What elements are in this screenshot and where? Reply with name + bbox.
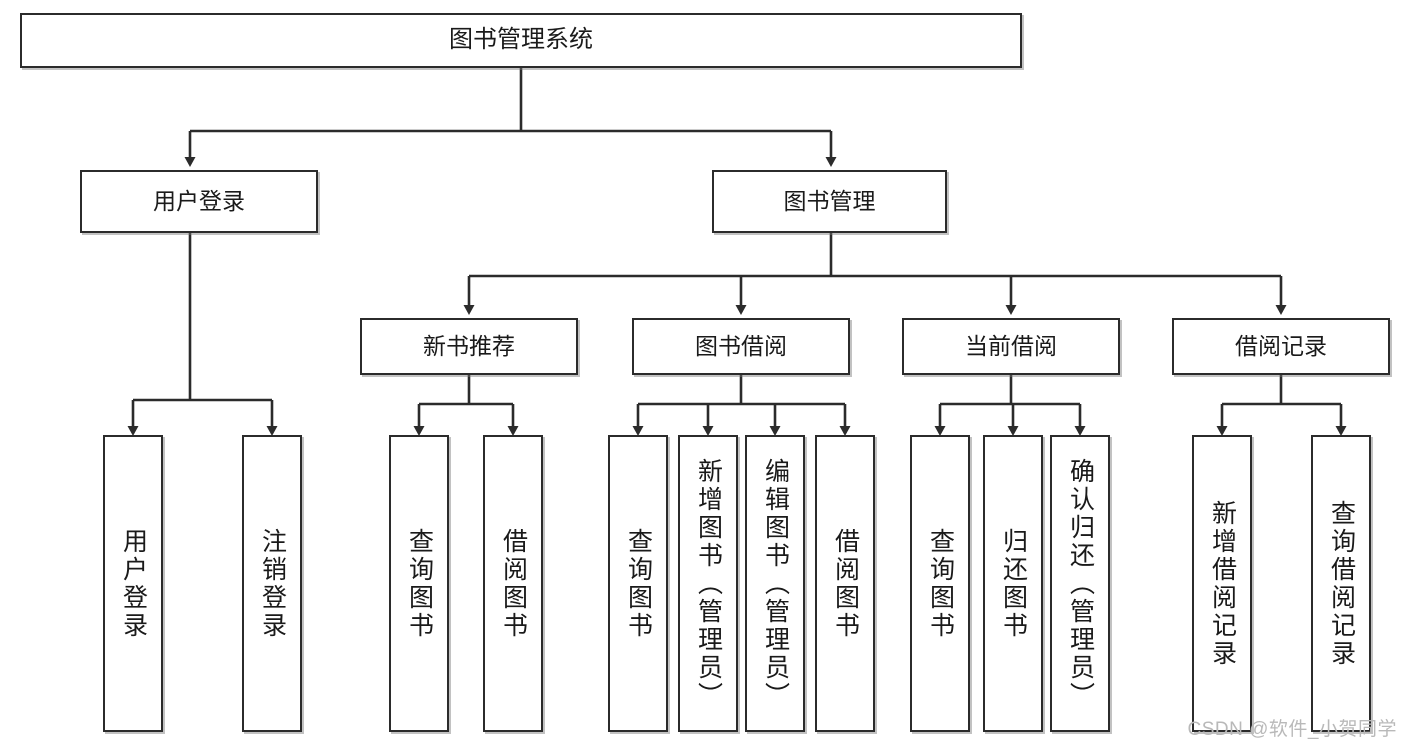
leaf-label: 新增图书（管理员） xyxy=(694,457,723,710)
leaf-borrow-add-book[interactable]: 新增图书（管理员） xyxy=(678,435,738,732)
node-book-borrow-label: 图书借阅 xyxy=(695,332,787,359)
node-new-book-recommend[interactable]: 新书推荐 xyxy=(360,318,578,375)
leaf-label: 确认归还（管理员） xyxy=(1066,457,1095,710)
node-root-label: 图书管理系统 xyxy=(449,26,593,54)
leaf-label: 借阅图书 xyxy=(831,527,860,640)
node-book-management[interactable]: 图书管理 xyxy=(712,170,947,233)
leaf-record-add-record[interactable]: 新增借阅记录 xyxy=(1192,435,1252,732)
leaf-user-login-logout[interactable]: 注销登录 xyxy=(242,435,302,732)
leaf-user-login-login[interactable]: 用户登录 xyxy=(103,435,163,732)
leaf-label: 用户登录 xyxy=(119,527,148,640)
leaf-borrow-query-book[interactable]: 查询图书 xyxy=(608,435,668,732)
leaf-current-return-book[interactable]: 归还图书 xyxy=(983,435,1043,732)
node-user-login-label: 用户登录 xyxy=(153,187,245,214)
leaf-label: 编辑图书（管理员） xyxy=(761,457,790,710)
node-user-login[interactable]: 用户登录 xyxy=(80,170,318,233)
leaf-label: 查询图书 xyxy=(926,527,955,640)
leaf-label: 借阅图书 xyxy=(499,527,528,640)
node-book-borrow[interactable]: 图书借阅 xyxy=(632,318,850,375)
leaf-label: 查询图书 xyxy=(405,527,434,640)
leaf-borrow-borrow-book[interactable]: 借阅图书 xyxy=(815,435,875,732)
node-book-management-label: 图书管理 xyxy=(783,187,876,214)
leaf-current-confirm-return[interactable]: 确认归还（管理员） xyxy=(1050,435,1110,732)
node-new-book-recommend-label: 新书推荐 xyxy=(423,332,515,359)
leaf-label: 查询借阅记录 xyxy=(1327,499,1356,668)
node-current-borrow-label: 当前借阅 xyxy=(965,332,1057,359)
leaf-record-query-record[interactable]: 查询借阅记录 xyxy=(1311,435,1371,732)
node-root[interactable]: 图书管理系统 xyxy=(20,13,1022,68)
leaf-label: 查询图书 xyxy=(624,527,653,640)
leaf-borrow-edit-book[interactable]: 编辑图书（管理员） xyxy=(745,435,805,732)
leaf-recommend-query-book[interactable]: 查询图书 xyxy=(389,435,449,732)
leaf-label: 归还图书 xyxy=(999,527,1028,640)
node-borrow-record[interactable]: 借阅记录 xyxy=(1172,318,1390,375)
node-current-borrow[interactable]: 当前借阅 xyxy=(902,318,1120,375)
leaf-current-query-book[interactable]: 查询图书 xyxy=(910,435,970,732)
leaf-label: 新增借阅记录 xyxy=(1208,499,1237,668)
node-borrow-record-label: 借阅记录 xyxy=(1235,332,1327,359)
leaf-recommend-borrow-book[interactable]: 借阅图书 xyxy=(483,435,543,732)
leaf-label: 注销登录 xyxy=(258,527,287,640)
